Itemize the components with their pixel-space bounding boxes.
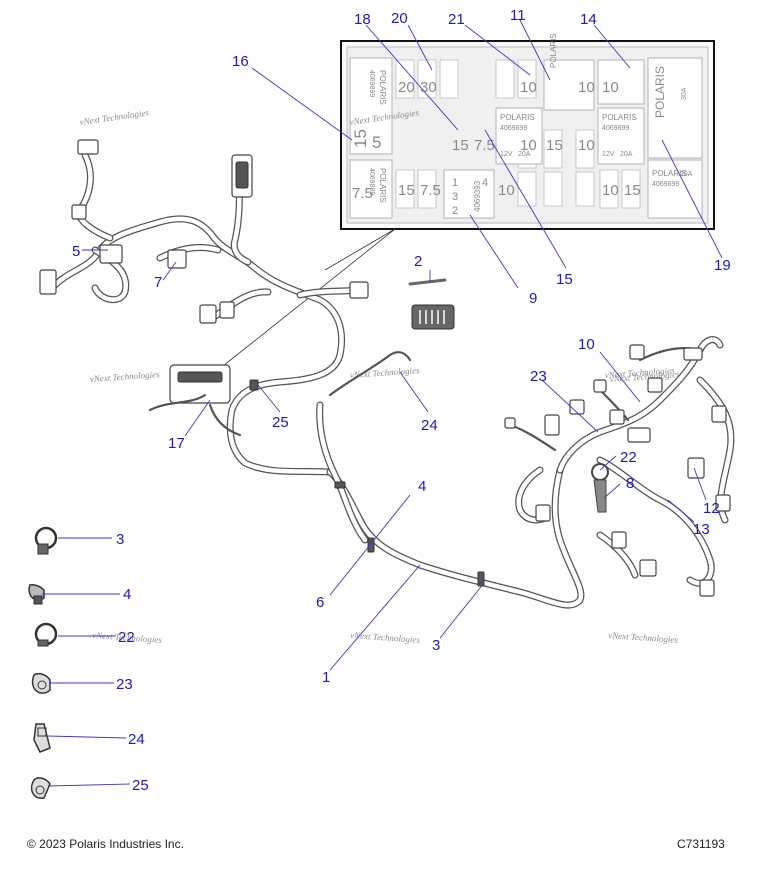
callout-9: 9 bbox=[529, 290, 537, 307]
relay-brand: POLARIS bbox=[602, 113, 637, 122]
clip-22-icon bbox=[34, 622, 58, 647]
clip-23-icon bbox=[31, 672, 51, 694]
callout-23: 23 bbox=[530, 368, 547, 385]
callout-10: 10 bbox=[578, 336, 595, 353]
relay-rating: 20A bbox=[680, 171, 693, 178]
callout-21: 21 bbox=[448, 11, 465, 28]
watermark: vNext Technologies bbox=[604, 365, 675, 380]
callout-11: 11 bbox=[510, 7, 526, 24]
relay-terminal: 2 bbox=[452, 205, 458, 217]
callout-1: 1 bbox=[322, 669, 330, 686]
copyright-text: © 2023 Polaris Industries Inc. bbox=[27, 837, 184, 851]
fuse-label: 15 bbox=[351, 129, 370, 148]
inset-link-line bbox=[324, 228, 396, 271]
relay-terminal: 3 bbox=[452, 191, 458, 203]
callout-17: 17 bbox=[168, 435, 185, 452]
relay-brand: POLARIS bbox=[652, 169, 687, 178]
fuse-label: 15 bbox=[398, 182, 415, 199]
front-harness bbox=[39, 139, 369, 476]
callout-18: 18 bbox=[354, 11, 371, 28]
clip-callout-24: 24 bbox=[128, 731, 145, 748]
relay-part-number: 4069899 bbox=[368, 168, 375, 195]
callout-16: 16 bbox=[232, 53, 249, 70]
watermark: vNext Technologies bbox=[609, 369, 680, 384]
callout-6: 6 bbox=[316, 594, 324, 611]
fuse-label: 30 bbox=[420, 79, 437, 96]
clip-callout-22: 22 bbox=[118, 629, 135, 646]
fuse-label: 20 bbox=[398, 79, 415, 96]
relay-rating: 20A bbox=[620, 151, 633, 158]
fuse-label: 10 bbox=[602, 79, 619, 96]
callout-22: 22 bbox=[620, 449, 637, 466]
callout-14: 14 bbox=[580, 11, 597, 28]
figure-code: C731193 bbox=[677, 837, 725, 851]
watermark: vNext Technologies bbox=[92, 630, 163, 645]
watermark: vNext Technologies bbox=[349, 365, 420, 380]
clip-callout-3: 3 bbox=[116, 531, 124, 548]
relay-part-number: 4069899 bbox=[368, 70, 375, 97]
relay-terminal: 4 bbox=[482, 177, 488, 189]
loose-clips bbox=[28, 526, 58, 799]
relay-rating: 12V bbox=[500, 151, 513, 158]
fuse-label: 7.5 bbox=[420, 182, 441, 199]
relay-rating: 12V bbox=[602, 151, 615, 158]
fuse-label: 7.5 bbox=[352, 185, 373, 202]
rear-harness bbox=[504, 336, 735, 597]
fuse-label: 10 bbox=[578, 137, 595, 154]
fuse-label: 10 bbox=[520, 79, 537, 96]
fuse-label: 15 bbox=[624, 182, 641, 199]
callout-20: 20 bbox=[391, 10, 408, 27]
callout-24: 24 bbox=[421, 417, 438, 434]
relay-part-number: 4069899 bbox=[652, 181, 679, 188]
clip-24-icon bbox=[33, 723, 51, 753]
callout-5: 5 bbox=[72, 243, 80, 260]
fuse-label: 10 bbox=[578, 79, 595, 96]
callouts: 16 18 20 21 11 14 19 15 9 2 5 7 17 25 24… bbox=[72, 7, 731, 794]
fuse-label: 10 bbox=[498, 182, 515, 199]
callout-8: 8 bbox=[626, 475, 634, 492]
clip-3-icon bbox=[34, 526, 58, 555]
clip-25-icon bbox=[30, 777, 51, 799]
relay-brand: POLARIS bbox=[653, 66, 667, 118]
callout-13: 13 bbox=[693, 521, 710, 538]
relay-brand: POLARIS bbox=[378, 70, 387, 105]
callout-15: 15 bbox=[556, 271, 573, 288]
relay-part-number: 4069899 bbox=[500, 125, 527, 132]
relay-brand: POLARIS bbox=[549, 33, 558, 68]
fuse-label: 15 bbox=[546, 137, 563, 154]
fuse-box-inset: 15 5 15 7.5 20 30 15 7.5 10 10 15 10 10 … bbox=[340, 33, 715, 230]
watermark: vNext Technologies bbox=[79, 107, 150, 127]
fuse-label: 7.5 bbox=[474, 137, 495, 154]
relay-terminal: 1 bbox=[452, 177, 458, 189]
callout-19: 19 bbox=[714, 257, 731, 274]
watermark: vNext Technologies bbox=[89, 369, 160, 384]
clip-callout-23: 23 bbox=[116, 676, 133, 693]
relay-rating: 20A bbox=[518, 151, 531, 158]
callout-4: 4 bbox=[418, 478, 426, 495]
callout-7: 7 bbox=[154, 274, 162, 291]
callout-3: 3 bbox=[432, 637, 440, 654]
fuse-label: 15 bbox=[452, 137, 469, 154]
fuse-label: 5 bbox=[372, 133, 381, 152]
watermark: vNext Technologies bbox=[350, 630, 421, 645]
callout-25: 25 bbox=[272, 414, 289, 431]
relay-brand: POLARIS bbox=[500, 113, 535, 122]
callout-2: 2 bbox=[414, 253, 422, 270]
fuse-label: 10 bbox=[602, 182, 619, 199]
relay-part-number: 4069393 bbox=[473, 180, 482, 212]
relay-brand: POLARIS bbox=[378, 168, 387, 203]
fuse-label: 10 bbox=[520, 137, 537, 154]
clip-4-icon bbox=[28, 584, 45, 605]
clip-callout-25: 25 bbox=[132, 777, 149, 794]
clip-callout-4: 4 bbox=[123, 586, 131, 603]
relay-part-number: 4069899 bbox=[602, 125, 629, 132]
watermark: vNext Technologies bbox=[608, 630, 679, 645]
callout-12: 12 bbox=[703, 500, 720, 517]
inset-link-line bbox=[207, 228, 396, 379]
leader-lines bbox=[42, 19, 723, 787]
main-harness-trunk bbox=[249, 278, 585, 609]
relay-rating: 30A bbox=[681, 87, 688, 100]
